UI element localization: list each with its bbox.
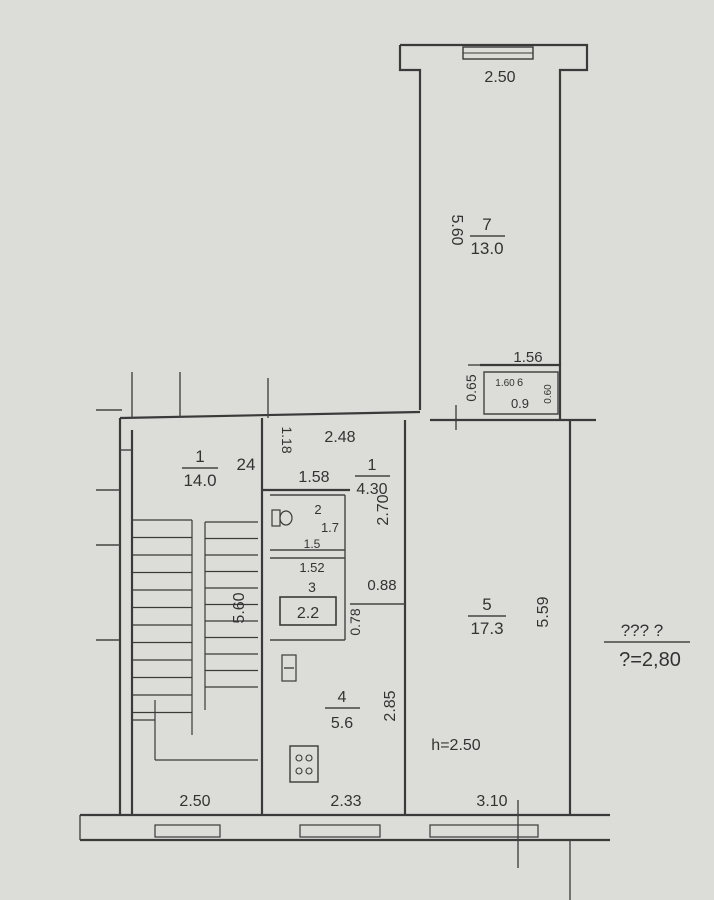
room-3-area: 2.2 xyxy=(297,605,319,622)
room-5-area: 17.3 xyxy=(470,619,503,638)
room-2-number: 2 xyxy=(314,502,321,517)
dim-bottom-2: 2.33 xyxy=(330,793,361,810)
room-6-walls xyxy=(455,363,562,430)
dim-stair-24: 24 xyxy=(237,455,256,474)
dim-7-width: 2.50 xyxy=(484,69,515,86)
sink-icon xyxy=(281,654,297,682)
dim-078: 0.78 xyxy=(347,608,363,635)
toilet-icon xyxy=(271,509,293,527)
dim-hall-width: 2.48 xyxy=(324,429,355,446)
dim-hall-left: 1.58 xyxy=(298,469,329,486)
room-7-number: 7 xyxy=(482,215,491,234)
hall-area: 4.30 xyxy=(356,481,387,498)
outer-walls-left xyxy=(96,372,596,815)
dim-wc-len: 1.5 xyxy=(304,537,321,551)
interior-walls xyxy=(260,418,572,815)
bottom-wall xyxy=(79,800,610,900)
bathtub xyxy=(279,596,337,626)
room-7-area: 13.0 xyxy=(470,239,503,258)
dim-6-side: 0.60 xyxy=(543,384,554,404)
room-4-number: 4 xyxy=(338,689,347,706)
dim-room5-len: 5.59 xyxy=(535,596,552,627)
room-2-area: 1.7 xyxy=(321,520,339,535)
room-1-number: 1 xyxy=(195,447,204,466)
room-4-area: 5.6 xyxy=(331,715,353,732)
room-5-number: 5 xyxy=(482,595,491,614)
dim-bottom-3: 3.10 xyxy=(476,793,507,810)
dim-6-depth: 0.65 xyxy=(463,374,479,401)
room-6-area: 0.9 xyxy=(511,396,529,411)
dim-stair-len: 5.60 xyxy=(231,592,248,623)
dim-7-length: 5.60 xyxy=(448,214,465,245)
height-note: h=2.50 xyxy=(431,737,480,754)
dim-6-inner: 1.60 xyxy=(495,378,515,389)
staircase xyxy=(132,519,258,761)
room-1-area: 14.0 xyxy=(183,471,216,490)
stove-icon xyxy=(289,745,319,783)
dim-bottom-1: 2.50 xyxy=(179,793,210,810)
room-7-walls xyxy=(398,43,589,410)
room-6-number: 6 xyxy=(517,377,523,389)
note-bottom: ?=2,80 xyxy=(619,649,681,671)
dim-bath-w: 1.52 xyxy=(299,560,324,575)
dim-088: 0.88 xyxy=(367,577,396,594)
dim-kitchen-len: 2.85 xyxy=(382,690,399,721)
dim-hall-len: 2.70 xyxy=(375,494,392,525)
dim-6-width: 1.56 xyxy=(513,349,542,366)
dim-hall-corner: 1.18 xyxy=(279,426,295,453)
hall-number: 1 xyxy=(368,457,377,474)
note-top: ??? ? xyxy=(621,621,664,640)
room-3-number: 3 xyxy=(308,579,316,595)
